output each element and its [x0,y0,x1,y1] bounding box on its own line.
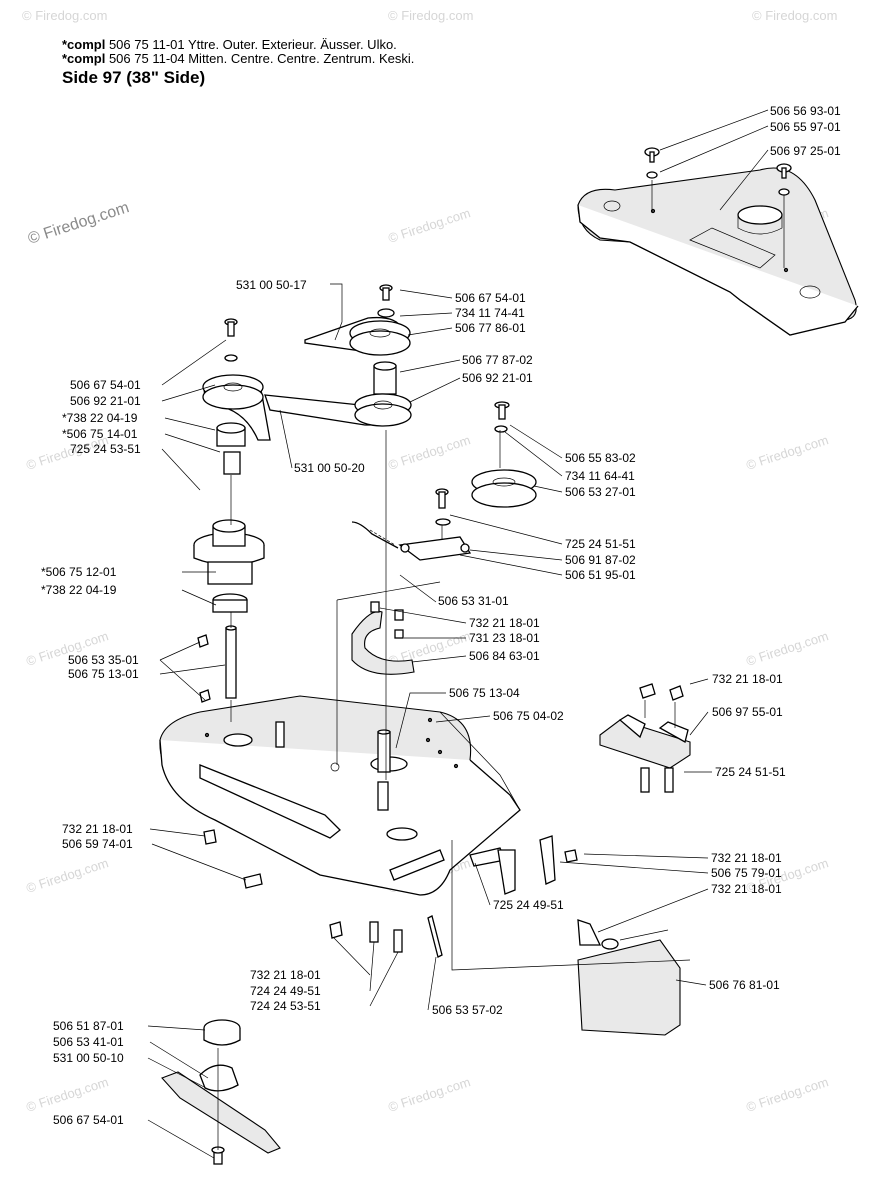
part-label: 506 75 04-02 [493,709,564,723]
part-label: 506 92 21-01 [70,394,141,408]
part-label: 531 00 50-17 [236,278,307,292]
deflector-shield [577,919,681,1036]
cover-knob [644,147,660,179]
part-label: 732 21 18-01 [711,882,782,896]
part-label: 506 53 27-01 [565,485,636,499]
header-line-centre: *compl 506 75 11-04 Mitten. Centre. Cent… [62,51,415,66]
part-label: 506 75 13-04 [449,686,520,700]
part-label: 734 11 64-41 [565,469,635,483]
lower-idler-pulley [354,393,412,427]
mower-deck [159,695,521,896]
part-labels: 506 56 93-01 506 55 97-01 506 97 25-01 5… [41,104,841,1127]
part-label: *738 22 04-19 [41,583,117,597]
page-title: Side 97 (38" Side) [62,68,206,87]
part-label: 506 67 54-01 [53,1113,124,1127]
part-label: 506 84 63-01 [469,649,540,663]
watermark: © Firedog.com [22,8,107,23]
right-pulley [471,401,537,508]
watermark-main: © Firedog.com [26,199,131,248]
drive-pulley [202,318,264,475]
part-label: 506 97 25-01 [770,144,841,158]
right-bracket [599,683,691,793]
watermark: © Firedog.com [752,8,837,23]
part-label: 506 53 57-02 [432,1003,503,1017]
part-label: 506 55 97-01 [770,120,841,134]
watermarks: © Firedog.com © Firedog.com © Firedog.co… [22,8,837,1115]
lower-fasteners [203,829,443,958]
part-label: 724 24 53-51 [250,999,321,1013]
part-label: 732 21 18-01 [712,672,783,686]
part-label: 506 56 93-01 [770,104,841,118]
tension-arm [351,488,472,561]
cover-knob [776,163,792,196]
part-label: 725 24 49-51 [493,898,564,912]
part-label: 724 24 49-51 [250,984,321,998]
part-label: 506 75 79-01 [711,866,782,880]
part-label: 506 59 74-01 [62,837,133,851]
bushing [373,361,397,395]
watermark: © Firedog.com [386,1074,472,1115]
assembly-lines [217,180,785,1150]
part-label: 732 21 18-01 [250,968,321,982]
part-label: 732 21 18-01 [469,616,540,630]
spindle-housing [193,519,265,613]
part-label: 506 91 87-02 [565,553,636,567]
part-label: 506 97 55-01 [712,705,783,719]
part-label: *506 75 12-01 [41,565,117,579]
header-line-outer: *compl 506 75 11-01 Yttre. Outer. Exteri… [62,37,397,52]
leader-lines [147,109,769,1159]
part-label: 506 76 81-01 [709,978,780,992]
watermark: © Firedog.com [744,432,830,473]
part-label: 732 21 18-01 [711,851,782,865]
watermark: © Firedog.com [388,8,473,23]
part-label: 531 00 50-10 [53,1051,124,1065]
part-label: 506 77 86-01 [455,321,526,335]
part-label: 531 00 50-20 [294,461,365,475]
part-label: 506 55 83-02 [565,451,636,465]
part-label: 506 51 87-01 [53,1019,124,1033]
part-label: 506 51 95-01 [565,568,636,582]
part-label: 734 11 74-41 [455,306,525,320]
part-label: 506 77 87-02 [462,353,533,367]
part-label: 506 67 54-01 [70,378,141,392]
belt-guide [351,601,415,675]
upper-idler-pulley [349,284,411,356]
part-label: *506 75 14-01 [62,427,138,441]
watermark: © Firedog.com [744,628,830,669]
part-label: 506 53 35-01 [68,653,139,667]
hinge-bracket [469,835,578,895]
part-label: 506 75 13-01 [68,667,139,681]
part-label: 506 53 31-01 [438,594,509,608]
watermark: © Firedog.com [386,432,472,473]
part-label: 506 53 41-01 [53,1035,124,1049]
watermark: © Firedog.com [24,855,110,896]
part-label: 506 92 21-01 [462,371,533,385]
part-label: 725 24 51-51 [565,537,636,551]
part-label: 506 67 54-01 [455,291,526,305]
blade-assembly [161,1019,281,1165]
top-cover-plate [577,167,859,336]
shaft [197,625,237,703]
watermark: © Firedog.com [744,1074,830,1115]
part-label: 725 24 53-51 [70,442,141,456]
part-label: 725 24 51-51 [715,765,786,779]
watermark: © Firedog.com [24,1074,110,1115]
watermark: © Firedog.com [386,205,472,246]
part-label: *738 22 04-19 [62,411,138,425]
part-label: 732 21 18-01 [62,822,133,836]
part-label: 731 23 18-01 [469,631,540,645]
